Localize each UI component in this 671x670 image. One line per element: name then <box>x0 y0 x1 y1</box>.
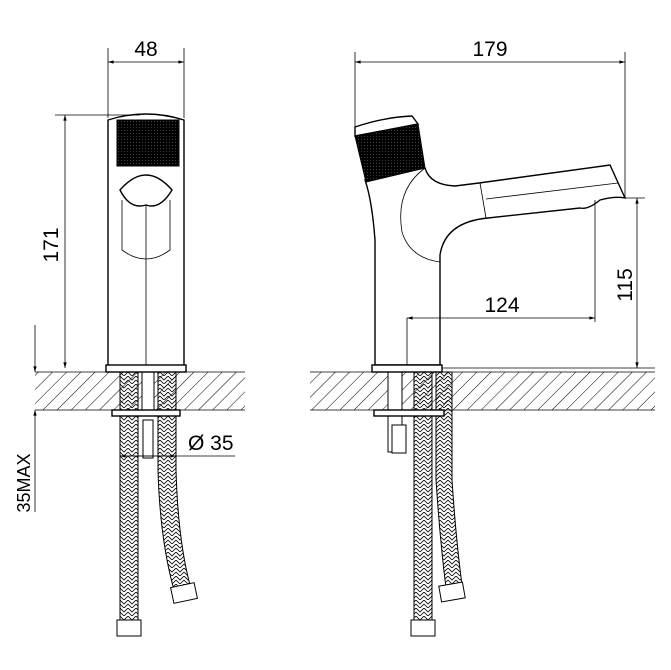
dimension-height-171: 171 <box>40 227 63 262</box>
knurled-handle-front <box>116 119 180 167</box>
front-view: 48 171 35MAX Ø 35 <box>14 38 245 637</box>
dimension-reach-124: 124 <box>484 294 519 317</box>
countertop-section-front <box>35 372 245 410</box>
countertop-section-side <box>310 372 655 410</box>
dimension-width-48: 48 <box>134 38 157 61</box>
dimension-spout-height-115: 115 <box>614 268 637 301</box>
dimension-deck-thickness-35max: 35MAX <box>14 453 34 512</box>
side-view: 179 124 115 <box>310 38 655 637</box>
dimension-length-179: 179 <box>472 38 507 61</box>
dimension-hole-diameter-35: Ø 35 <box>188 432 234 455</box>
supply-hoses-front <box>116 371 198 637</box>
